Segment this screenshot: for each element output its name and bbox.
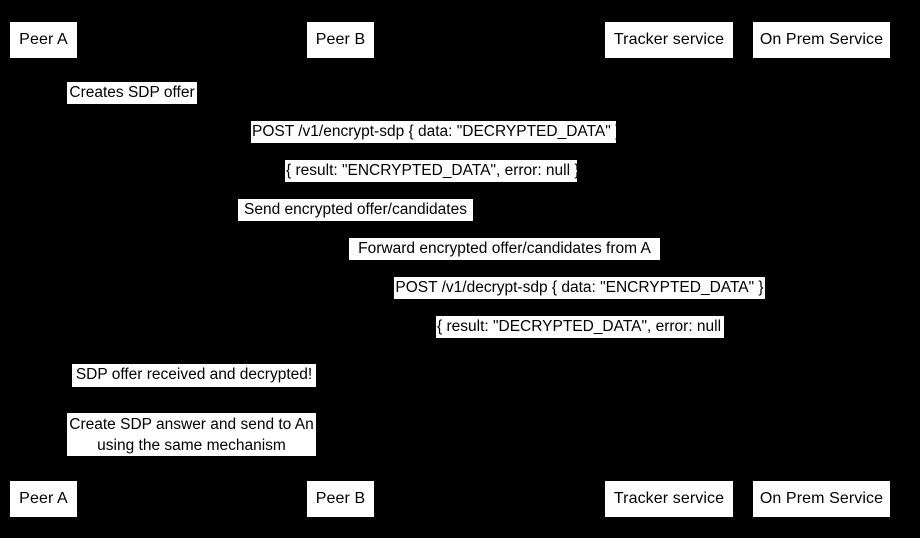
participant-label: Tracker service <box>613 490 725 507</box>
message-text: POST /v1/decrypt-sdp { data: "ENCRYPTED_… <box>395 279 764 296</box>
message-creates-sdp-offer: Creates SDP offer <box>67 82 197 104</box>
participant-bottom-peer-a[interactable]: Peer A <box>10 481 77 517</box>
message-forward-encrypted-offer: Forward encrypted offer/candidates from … <box>349 238 660 260</box>
participant-label: On Prem Service <box>759 31 884 48</box>
participant-label: Peer A <box>19 31 68 48</box>
message-sdp-offer-received: SDP offer received and decrypted! <box>72 364 316 387</box>
message-text: Forward encrypted offer/candidates from … <box>358 240 651 257</box>
participant-label: On Prem Service <box>759 490 884 507</box>
message-post-encrypt-sdp: POST /v1/encrypt-sdp { data: "DECRYPTED_… <box>251 121 616 143</box>
message-create-sdp-answer: Create SDP answer and send to An using t… <box>67 413 316 456</box>
participant-bottom-on-prem-service[interactable]: On Prem Service <box>753 481 890 517</box>
message-text: { result: "DECRYPTED_DATA", error: null … <box>437 318 724 335</box>
message-post-decrypt-sdp: POST /v1/decrypt-sdp { data: "ENCRYPTED_… <box>394 277 765 299</box>
participant-bottom-tracker-service[interactable]: Tracker service <box>605 481 733 517</box>
message-text: POST /v1/encrypt-sdp { data: "DECRYPTED_… <box>252 123 616 140</box>
participant-label: Peer A <box>19 490 68 507</box>
message-send-encrypted-offer: Send encrypted offer/candidates <box>238 199 473 221</box>
participant-label: Peer B <box>315 490 366 507</box>
participant-top-tracker-service[interactable]: Tracker service <box>605 22 733 58</box>
message-encrypt-sdp-result: { result: "ENCRYPTED_DATA", error: null … <box>285 160 577 182</box>
participant-top-peer-b[interactable]: Peer B <box>307 22 374 58</box>
message-text: Create SDP answer and send to An using t… <box>69 416 314 454</box>
participant-label: Peer B <box>315 31 366 48</box>
message-text: Send encrypted offer/candidates <box>244 201 467 218</box>
message-text: SDP offer received and decrypted! <box>75 366 313 383</box>
participant-top-peer-a[interactable]: Peer A <box>10 22 77 58</box>
participant-label: Tracker service <box>613 31 725 48</box>
participant-bottom-peer-b[interactable]: Peer B <box>307 481 374 517</box>
participant-top-on-prem-service[interactable]: On Prem Service <box>753 22 890 58</box>
message-decrypt-sdp-result: { result: "DECRYPTED_DATA", error: null … <box>436 316 724 338</box>
message-text: Creates SDP offer <box>69 84 195 101</box>
message-text: { result: "ENCRYPTED_DATA", error: null … <box>286 162 577 179</box>
